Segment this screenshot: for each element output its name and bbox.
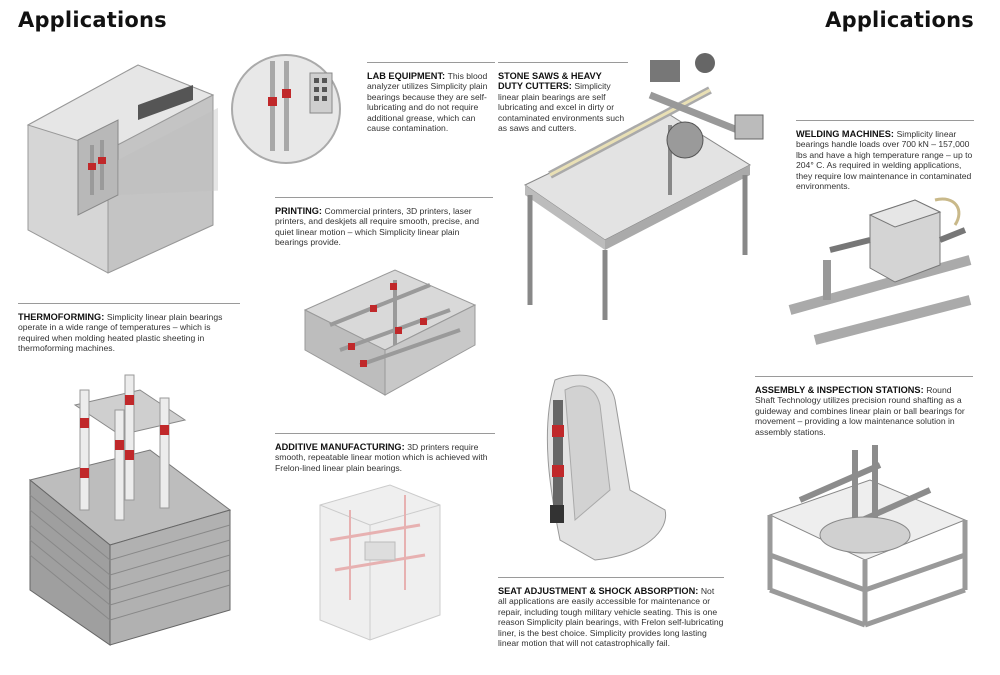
additive-block: ADDITIVE MANUFACTURING:3D printers requi… — [275, 433, 495, 473]
section-label: ADDITIVE MANUFACTURING: — [275, 442, 405, 452]
seat-block: SEAT ADJUSTMENT & SHOCK ABSORPTION:Not a… — [498, 577, 724, 648]
lab-equipment-block: LAB EQUIPMENT:This blood analyzer utiliz… — [367, 62, 495, 133]
section-text: Not all applications are easily accessib… — [498, 586, 724, 649]
section-label: PRINTING: — [275, 206, 322, 216]
section-text: Simplicity linear bearings handle loads … — [796, 129, 973, 192]
blood-analyzer-illustration — [26, 64, 218, 274]
welding-illustration — [788, 197, 972, 345]
section-label: THERMOFORMING: — [18, 312, 105, 322]
stone-saw-illustration — [524, 53, 764, 320]
section-label: SEAT ADJUSTMENT & SHOCK ABSORPTION: — [498, 586, 699, 596]
section-label: STONE SAWS & HEAVY DUTY CUTTERS: — [498, 71, 602, 92]
section-text: Simplicity linear plain bearings operate… — [18, 312, 223, 354]
3d-printer-illustration — [319, 484, 441, 641]
section-text: Simplicity linear plain bearings are sel… — [498, 81, 625, 134]
zoom-detail-circle — [231, 54, 341, 164]
divider — [796, 120, 974, 121]
welding-block: WELDING MACHINES:Simplicity linear beari… — [796, 120, 974, 191]
divider — [275, 433, 495, 434]
divider — [498, 577, 724, 578]
section-label: WELDING MACHINES: — [796, 129, 894, 139]
printing-block: PRINTING:Commercial printers, 3D printer… — [275, 197, 493, 248]
stone-saws-block: STONE SAWS & HEAVY DUTY CUTTERS:Simplici… — [498, 62, 628, 133]
seat-illustration — [546, 374, 667, 561]
page-title-right: Applications — [825, 8, 974, 32]
divider — [755, 376, 973, 377]
section-label: ASSEMBLY & INSPECTION STATIONS: — [755, 385, 924, 395]
page-title-left: Applications — [18, 8, 167, 32]
section-text: Round Shaft Technology utilizes precisio… — [755, 385, 965, 437]
section-text: Commercial printers, 3D printers, laser … — [275, 206, 479, 248]
divider — [367, 62, 495, 63]
section-text: This blood analyzer utilizes Simplicity … — [367, 71, 488, 134]
assembly-station-illustration — [767, 445, 968, 628]
section-text: 3D printers require smooth, repeatable l… — [275, 442, 488, 473]
thermoforming-illustration — [28, 374, 232, 646]
section-label: LAB EQUIPMENT: — [367, 71, 446, 81]
divider — [275, 197, 493, 198]
assembly-block: ASSEMBLY & INSPECTION STATIONS:Round Sha… — [755, 376, 973, 437]
thermoforming-block: THERMOFORMING:Simplicity linear plain be… — [18, 303, 240, 354]
divider — [18, 303, 240, 304]
divider — [498, 62, 628, 63]
printer-illustration — [303, 269, 477, 396]
